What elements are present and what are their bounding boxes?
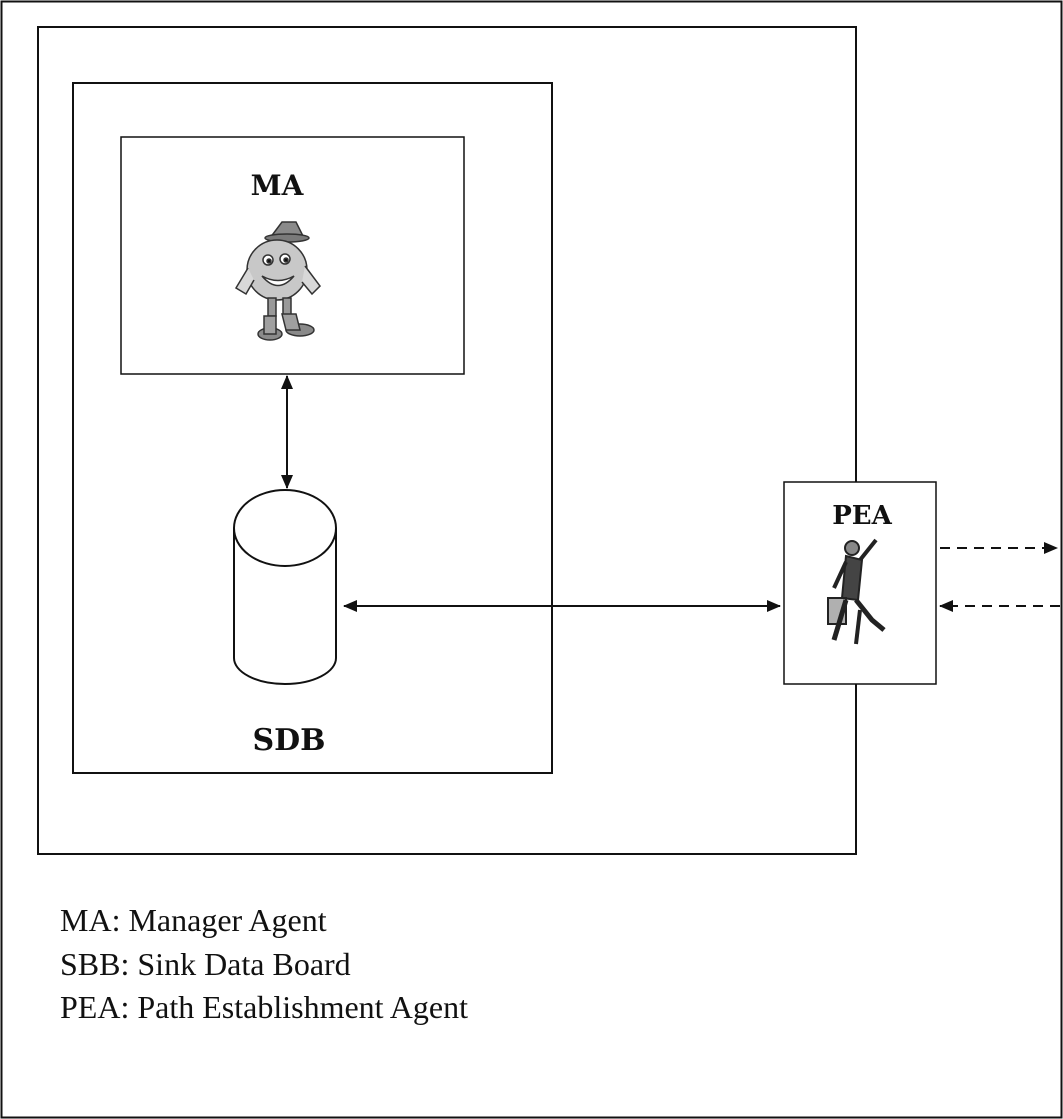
pea-label: PEA [832,501,892,531]
manager-agent-cartoon-icon [234,221,321,341]
ma-label: MA [251,169,305,202]
pea-node: PEA [783,481,937,685]
legend-item: PEA: Path Establishment Agent [60,989,468,1025]
database-cylinder-icon [233,489,337,685]
sdb-label: SDB [252,723,325,758]
legend: MA: Manager Agent SBB: Sink Data Board P… [60,902,468,1025]
walking-businessman-icon [827,538,886,645]
legend-item: SBB: Sink Data Board [60,946,351,982]
sink-node-box [37,26,857,855]
sdb-node: SDB [233,489,337,758]
legend-item: MA: Manager Agent [60,902,327,938]
inner-box [72,82,553,774]
ma-node: MA [120,136,465,375]
